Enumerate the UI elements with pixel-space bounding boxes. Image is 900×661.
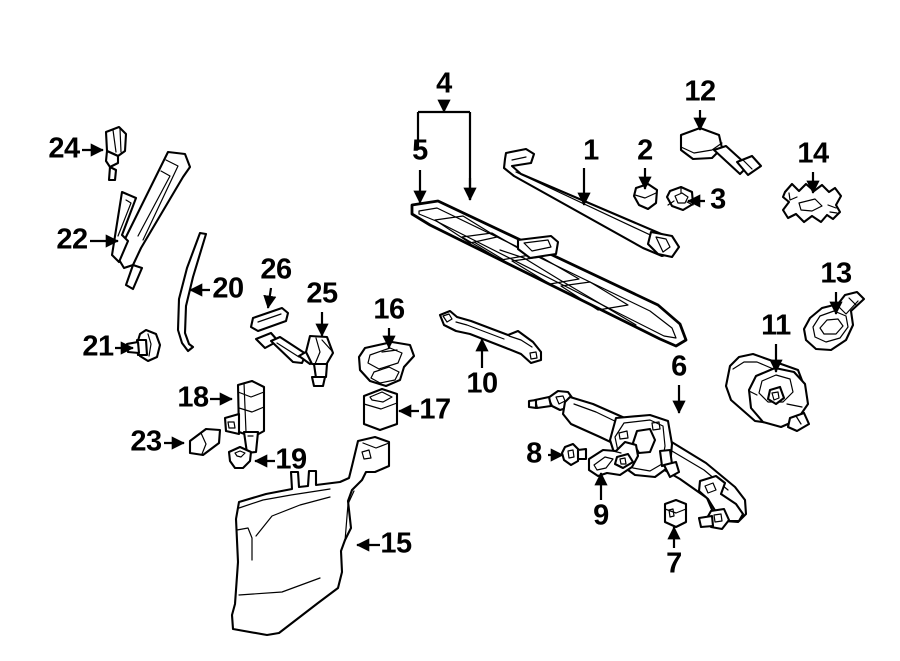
part-number-label: 1	[583, 135, 599, 167]
callout-wiper-blade-assembly-bracket: 4	[436, 68, 453, 113]
callout-washer-reservoir: 15	[356, 528, 412, 560]
callout-hex-nut: 3	[687, 184, 727, 216]
part-nozzle-cover	[249, 306, 290, 333]
callout-nozzle-valve: 25	[306, 278, 338, 337]
part-connecting-rod	[438, 309, 543, 365]
part-bezel-ring	[802, 290, 866, 352]
callout-crank-arm: 9	[593, 472, 610, 532]
callout-washer-hose: 20	[189, 273, 244, 305]
part-number-label: 23	[130, 426, 162, 458]
part-number-label: 5	[412, 135, 428, 167]
part-number-label: 6	[671, 351, 687, 383]
part-bushing-spacer	[663, 498, 688, 529]
part-rear-wiper-arm	[110, 150, 192, 291]
part-wiper-arm	[502, 147, 681, 259]
part-wiper-motor	[724, 352, 811, 433]
part-hex-nut	[665, 185, 695, 212]
part-washer-nozzle	[104, 125, 128, 182]
part-wiper-linkage-transmission	[527, 389, 748, 531]
leader-line-26	[263, 287, 277, 309]
part-number-label: 22	[56, 224, 87, 256]
part-number-label: 15	[380, 528, 412, 560]
part-hose-connector	[188, 427, 222, 457]
part-wiper-blade-assembly	[410, 199, 688, 348]
part-number-label: 10	[466, 368, 497, 400]
part-number-label: 19	[275, 444, 307, 476]
callout-connecting-rod: 10	[466, 338, 498, 400]
callout-hose-connector: 23	[130, 426, 185, 458]
callout-wiper-arm: 1	[577, 135, 600, 206]
part-number-label: 24	[48, 133, 80, 165]
part-number-label: 16	[373, 294, 405, 326]
callout-bezel-ring: 13	[820, 258, 852, 315]
callout-nozzle-housing: 16	[373, 294, 405, 349]
callout-nozzle-cover: 26	[260, 254, 292, 309]
callout-pump-seal: 19	[254, 444, 307, 476]
part-hose-grommet	[125, 328, 162, 363]
part-washer-pump-grommet	[679, 126, 763, 177]
callout-cap-nut-cover: 2	[637, 135, 653, 190]
part-filler-neck-grommet	[362, 387, 399, 432]
callout-wiper-linkage-transmission: 6	[671, 351, 688, 414]
part-number-label: 25	[306, 278, 338, 310]
part-number-label: 2	[637, 135, 653, 167]
part-washer-reservoir	[230, 435, 391, 637]
callout-washer-pump-grommet: 12	[684, 76, 716, 131]
part-number-label: 20	[212, 273, 243, 305]
part-number-label: 3	[710, 184, 726, 216]
part-number-label: 17	[419, 394, 450, 426]
part-number-label: 4	[436, 68, 452, 100]
callout-washer-nozzle: 24	[48, 133, 104, 165]
callout-wiper-blade-insert: 5	[412, 135, 429, 204]
part-number-label: 18	[177, 382, 209, 414]
part-number-label: 21	[82, 331, 114, 363]
part-nozzle-housing	[357, 340, 416, 388]
callout-filler-neck-grommet: 17	[398, 394, 451, 426]
part-number-label: 26	[260, 254, 292, 286]
part-washer-pump	[223, 379, 266, 455]
callout-cowl-bracket: 14	[797, 138, 829, 194]
part-number-label: 12	[684, 76, 715, 108]
callout-washer: 8	[526, 438, 564, 470]
callout-hose-grommet: 21	[82, 331, 134, 363]
part-number-label: 9	[593, 500, 609, 532]
part-number-label: 11	[761, 310, 791, 342]
part-number-label: 14	[797, 138, 829, 170]
callout-rear-wiper-arm: 22	[56, 224, 119, 256]
part-pump-seal	[227, 445, 253, 470]
part-washer-hose	[176, 231, 208, 353]
part-nozzle-valve	[254, 331, 335, 388]
part-number-label: 8	[526, 438, 542, 470]
callout-wiper-motor: 11	[761, 310, 792, 373]
callout-washer-pump: 18	[177, 382, 233, 414]
part-washer	[560, 442, 588, 467]
part-number-label: 13	[820, 258, 852, 290]
callout-bushing-spacer: 7	[666, 526, 682, 580]
part-number-label: 7	[666, 548, 682, 580]
